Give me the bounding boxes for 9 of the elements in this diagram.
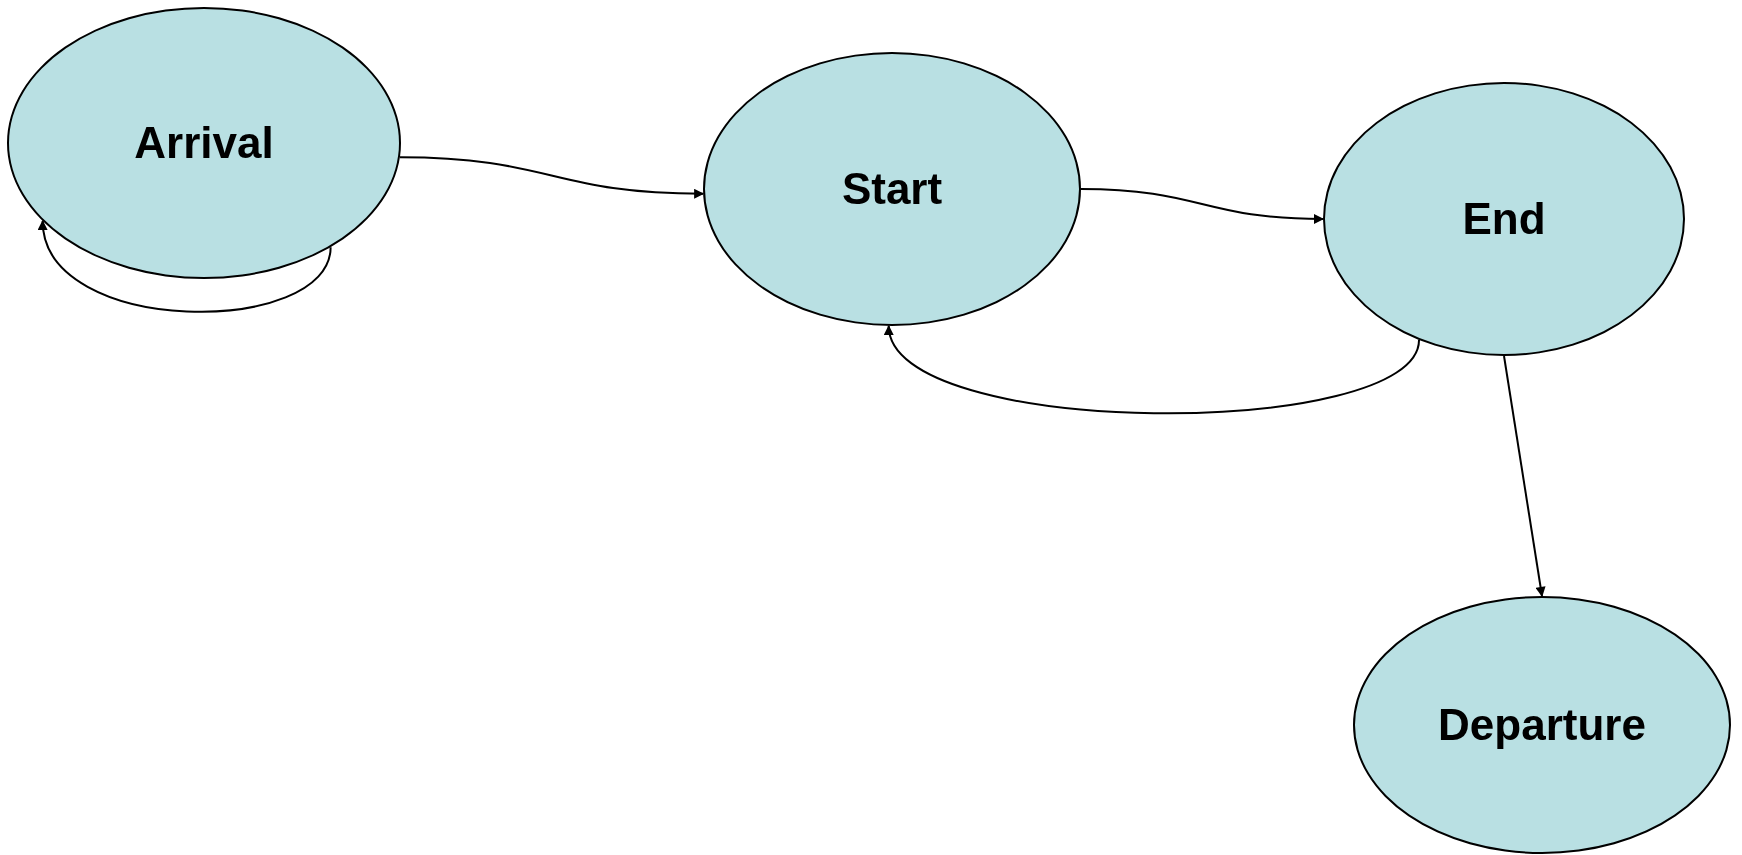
arrow [1503,355,1546,597]
state-label: Start [841,163,943,215]
state-label: Departure [1438,699,1646,751]
arrow [398,156,705,199]
state-label: Arrival [134,117,274,169]
arrow [1080,188,1324,224]
arrow [39,220,332,313]
arrow [887,325,1421,415]
state-label: End [1462,193,1546,245]
